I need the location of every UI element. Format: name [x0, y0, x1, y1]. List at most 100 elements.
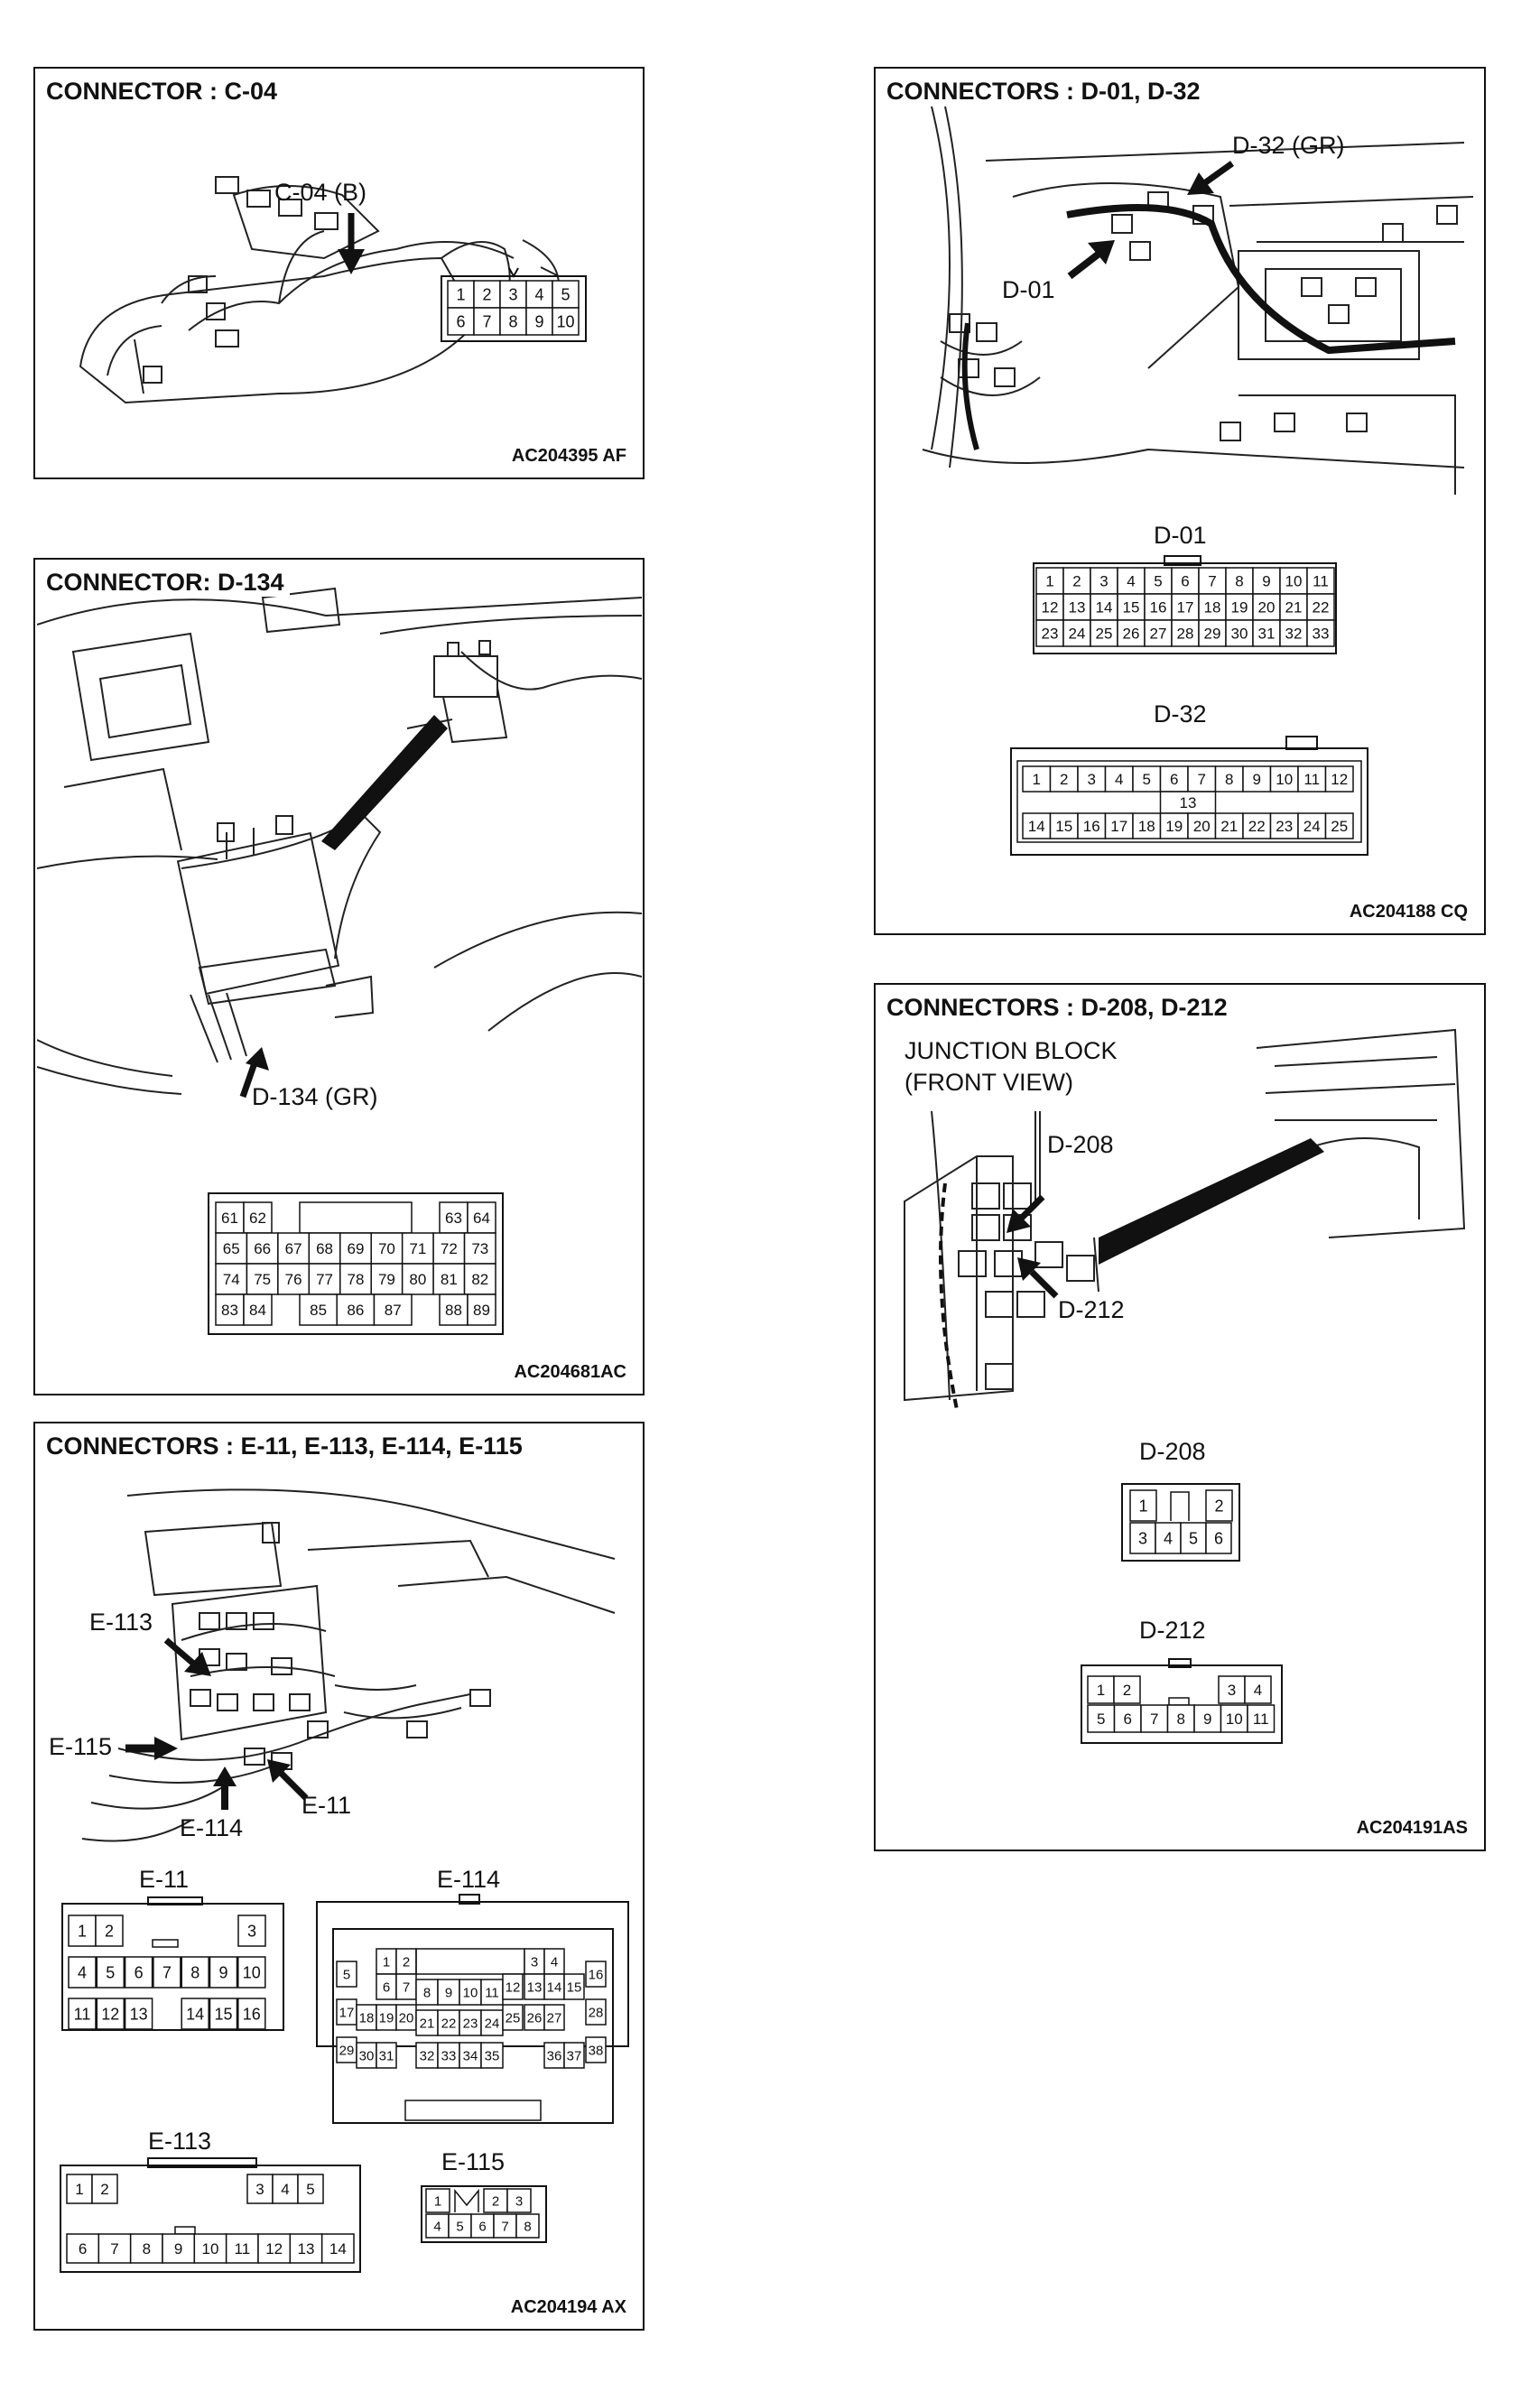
connector-pin: 14: [181, 1998, 209, 2030]
connector-pin: 8: [499, 307, 527, 336]
connector-pin: 6: [124, 1956, 153, 1989]
svg-text:11: 11: [485, 1985, 499, 2000]
svg-text:2: 2: [100, 2181, 108, 2198]
svg-text:9: 9: [1262, 573, 1270, 590]
svg-text:2: 2: [1214, 1497, 1223, 1515]
connector-pin: 64: [467, 1201, 496, 1234]
svg-text:11: 11: [1313, 573, 1329, 590]
svg-text:1: 1: [456, 285, 465, 303]
connector-pin: 8: [1166, 1704, 1195, 1733]
connector-housing: [60, 2165, 361, 2273]
svg-text:18: 18: [1138, 818, 1155, 835]
connector-pin: 15: [209, 1998, 238, 2030]
connector-pin: 4: [1104, 765, 1134, 793]
svg-text:10: 10: [243, 1963, 261, 1981]
connector-pin: 19: [1159, 812, 1189, 839]
connector-pin: 6: [1159, 765, 1189, 793]
connector-pin: 11: [68, 1998, 97, 2030]
connector-pin: 4: [525, 280, 553, 309]
connector-pin: 9: [209, 1956, 238, 1989]
connector-pin: 5: [448, 2213, 472, 2239]
svg-text:6: 6: [1124, 1711, 1132, 1728]
svg-text:33: 33: [1313, 626, 1330, 643]
svg-text:61: 61: [221, 1210, 238, 1227]
connector-pin: 7: [395, 1973, 417, 2000]
svg-text:75: 75: [254, 1271, 271, 1288]
svg-text:38: 38: [589, 2043, 604, 2058]
connector-pin: 71: [401, 1232, 434, 1265]
d208-label: D-208: [1139, 1438, 1206, 1465]
e113-label: E-113: [148, 2128, 212, 2155]
svg-text:13: 13: [527, 1979, 543, 1995]
connector-pin: 17: [1171, 593, 1200, 621]
svg-text:7: 7: [110, 2240, 118, 2258]
svg-text:12: 12: [1042, 599, 1059, 617]
svg-text:16: 16: [589, 1967, 604, 1982]
connector-pin: 5: [96, 1956, 125, 1989]
callout-e114: E-114: [180, 1814, 244, 1841]
svg-text:3: 3: [1099, 573, 1108, 590]
svg-text:3: 3: [1228, 1682, 1236, 1699]
connector-pin: 28: [1171, 619, 1200, 647]
connector-pin: 80: [401, 1263, 434, 1295]
svg-text:2: 2: [1060, 771, 1068, 788]
connector-pin: 9: [525, 307, 553, 336]
svg-text:1: 1: [1045, 573, 1053, 590]
svg-text:12: 12: [265, 2240, 283, 2258]
connector-pin: 8: [515, 2213, 540, 2239]
svg-text:4: 4: [551, 1954, 558, 1970]
connector-pin: 6: [1205, 1522, 1232, 1554]
connector-pin: 34: [459, 2042, 482, 2069]
connector-pin: 9: [1193, 1704, 1222, 1733]
svg-text:5: 5: [456, 2219, 463, 2234]
connector-pin: 72: [432, 1232, 466, 1265]
svg-text:29: 29: [339, 2043, 355, 2058]
svg-text:5: 5: [561, 285, 570, 303]
panel-title: CONNECTOR : C-04: [46, 78, 283, 106]
d208-arrow-icon: [1007, 1194, 1045, 1233]
connector-pin: 25: [1090, 619, 1118, 647]
svg-text:8: 8: [190, 1963, 199, 1981]
svg-text:5: 5: [1143, 771, 1151, 788]
connector-pin: 4: [68, 1956, 97, 1989]
connector-pin: 10: [552, 307, 580, 336]
svg-text:5: 5: [1097, 1711, 1105, 1728]
connector-pin: 1: [1035, 567, 1064, 595]
svg-text:34: 34: [463, 2048, 478, 2063]
connector-pin: 4: [1155, 1522, 1182, 1554]
svg-text:15: 15: [214, 2005, 232, 2023]
svg-text:11: 11: [1303, 771, 1320, 788]
svg-text:77: 77: [316, 1271, 333, 1288]
svg-text:23: 23: [463, 2016, 478, 2031]
svg-text:10: 10: [1285, 573, 1303, 590]
svg-text:3: 3: [1088, 771, 1096, 788]
connector-pin: 67: [277, 1232, 311, 1265]
connector-pin: 2: [1205, 1489, 1233, 1522]
connector-pin: 85: [299, 1293, 338, 1326]
connector-pin: 65: [215, 1232, 248, 1265]
callout-e113: E-113: [89, 1609, 153, 1636]
svg-text:13: 13: [1069, 599, 1086, 617]
connector-pin: 17: [1104, 812, 1134, 839]
connector-pin: 9: [1242, 765, 1272, 793]
svg-text:36: 36: [547, 2048, 562, 2063]
connector-pin: 32: [415, 2042, 439, 2069]
svg-text:5: 5: [1154, 573, 1162, 590]
svg-text:31: 31: [379, 2048, 394, 2063]
svg-text:1: 1: [434, 2193, 441, 2209]
connector-pin: 18: [1132, 812, 1162, 839]
connector-pin: 6: [1171, 567, 1200, 595]
svg-text:26: 26: [527, 2010, 543, 2026]
connector-pin: 3: [1218, 1675, 1246, 1704]
connector-pin: 9: [1252, 567, 1281, 595]
connector-pin: 66: [246, 1232, 279, 1265]
connector-pin: 26: [1117, 619, 1146, 647]
svg-text:22: 22: [1313, 599, 1330, 617]
connector-pin: 1: [1129, 1489, 1157, 1522]
d32-label: D-32: [1154, 700, 1207, 728]
svg-text:14: 14: [1028, 818, 1045, 835]
svg-text:71: 71: [409, 1240, 426, 1257]
